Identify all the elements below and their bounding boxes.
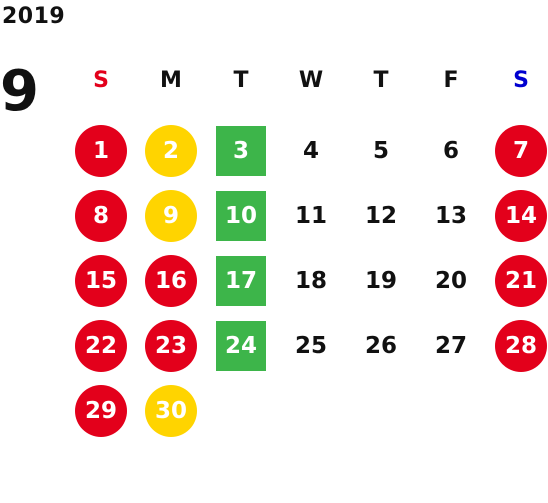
calendar-cell: 27 <box>416 313 486 378</box>
weekday-thu: T <box>373 67 389 93</box>
calendar-cell: 12 <box>346 183 416 248</box>
calendar-day-4[interactable]: 4 <box>302 137 319 164</box>
calendar-cell: 30 <box>136 378 206 443</box>
calendar-cell <box>206 378 276 443</box>
calendar-day-19[interactable]: 19 <box>364 267 397 294</box>
calendar-day-3[interactable]: 3 <box>216 125 266 176</box>
calendar-day-18[interactable]: 18 <box>294 267 327 294</box>
calendar-day-21[interactable]: 21 <box>495 254 547 307</box>
calendar-day-13[interactable]: 13 <box>434 202 467 229</box>
calendar-cell: 11 <box>276 183 346 248</box>
calendar-cell: 13 <box>416 183 486 248</box>
calendar-day-24[interactable]: 24 <box>216 320 266 371</box>
calendar-cell <box>416 378 486 443</box>
calendar-cell: 1 <box>66 118 136 183</box>
calendar-cell: 2 <box>136 118 206 183</box>
calendar-day-5[interactable]: 5 <box>372 137 389 164</box>
calendar-cell: 8 <box>66 183 136 248</box>
calendar-day-12[interactable]: 12 <box>364 202 397 229</box>
calendar-day-15[interactable]: 15 <box>75 254 127 307</box>
calendar-cell: 20 <box>416 248 486 313</box>
calendar-cell: 22 <box>66 313 136 378</box>
calendar-cell: 19 <box>346 248 416 313</box>
calendar-day-28[interactable]: 28 <box>495 319 547 372</box>
calendar-cell: 28 <box>486 313 548 378</box>
calendar-day-1[interactable]: 1 <box>75 124 127 177</box>
calendar-cell: 23 <box>136 313 206 378</box>
calendar-day-11[interactable]: 11 <box>294 202 327 229</box>
calendar-day-29[interactable]: 29 <box>75 384 127 437</box>
calendar-cell: 9 <box>136 183 206 248</box>
calendar-cell: 14 <box>486 183 548 248</box>
month-number: 9 <box>0 59 39 124</box>
calendar-cell: 18 <box>276 248 346 313</box>
calendar-cell: 25 <box>276 313 346 378</box>
calendar-day-23[interactable]: 23 <box>145 319 197 372</box>
calendar-day-14[interactable]: 14 <box>495 189 547 242</box>
calendar-day-10[interactable]: 10 <box>216 190 266 241</box>
calendar-cell: 29 <box>66 378 136 443</box>
weekday-tue: T <box>233 67 249 93</box>
calendar-day-26[interactable]: 26 <box>364 332 397 359</box>
calendar-cell <box>346 378 416 443</box>
calendar-cell: 5 <box>346 118 416 183</box>
calendar-cell: 21 <box>486 248 548 313</box>
calendar-day-30[interactable]: 30 <box>145 384 197 437</box>
weekday-mon: M <box>160 67 182 93</box>
calendar-day-6[interactable]: 6 <box>442 137 459 164</box>
weekday-wed: W <box>298 67 324 93</box>
calendar-cell: 6 <box>416 118 486 183</box>
calendar-cell: 17 <box>206 248 276 313</box>
calendar-day-17[interactable]: 17 <box>216 255 266 306</box>
calendar-cell: 16 <box>136 248 206 313</box>
calendar-day-22[interactable]: 22 <box>75 319 127 372</box>
calendar-cell <box>486 378 548 443</box>
weekday-sat: S <box>513 67 529 93</box>
calendar-cell: 4 <box>276 118 346 183</box>
weekday-fri: F <box>443 67 459 93</box>
weekday-sun: S <box>93 67 109 93</box>
calendar-day-7[interactable]: 7 <box>495 124 547 177</box>
calendar-day-8[interactable]: 8 <box>75 189 127 242</box>
calendar-cell: 3 <box>206 118 276 183</box>
calendar-cell: 10 <box>206 183 276 248</box>
calendar-cell: 15 <box>66 248 136 313</box>
calendar-day-20[interactable]: 20 <box>434 267 467 294</box>
calendar-day-27[interactable]: 27 <box>434 332 467 359</box>
calendar-cell: 7 <box>486 118 548 183</box>
calendar-cell <box>276 378 346 443</box>
calendar-cell: 24 <box>206 313 276 378</box>
year-label: 2019 <box>2 4 66 29</box>
calendar-day-9[interactable]: 9 <box>145 189 197 242</box>
weekday-header: S M T W T F S <box>66 60 548 100</box>
calendar-day-16[interactable]: 16 <box>145 254 197 307</box>
calendar-day-25[interactable]: 25 <box>294 332 327 359</box>
calendar-day-2[interactable]: 2 <box>145 124 197 177</box>
calendar-cell: 26 <box>346 313 416 378</box>
